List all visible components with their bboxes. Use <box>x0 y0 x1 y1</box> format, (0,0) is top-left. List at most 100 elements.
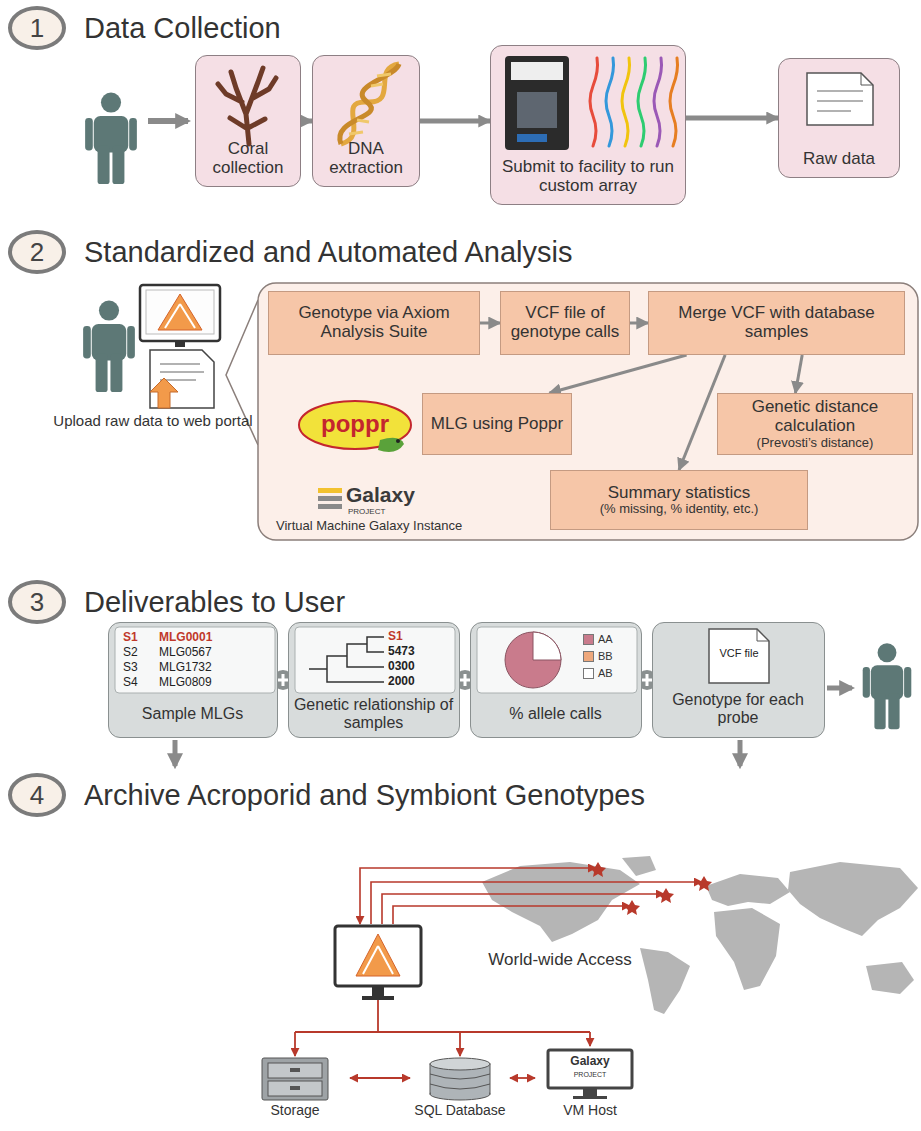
process-box: Genetic distance calculation(Prevosti’s … <box>717 393 913 455</box>
node-text: MLG0809 <box>159 676 259 690</box>
sql-database-cylinder <box>430 1074 490 1089</box>
flow-connector <box>550 355 687 393</box>
world-map <box>866 962 914 994</box>
box-illustration <box>295 627 455 693</box>
flow-connector <box>630 322 648 325</box>
box-illustration <box>709 629 769 683</box>
process-box: Raw data <box>778 58 900 178</box>
node-text: Galaxy <box>346 483 456 507</box>
world-map <box>788 862 918 936</box>
storage-cabinet <box>290 1086 300 1090</box>
access-lines <box>371 882 702 924</box>
process-box: DNA extraction <box>312 55 420 187</box>
legend-entry: BB <box>583 650 613 662</box>
annotation-label: Upload raw data to web portal <box>46 412 260 429</box>
process-box: Summary statistics(% missing, % identity… <box>550 470 808 530</box>
box-illustration <box>349 74 391 134</box>
flow-connector <box>686 116 778 121</box>
node-text: S3 <box>123 661 157 675</box>
box-illustration <box>622 58 630 146</box>
legend-entry: AA <box>583 633 613 645</box>
section-heading: Deliverables to User <box>84 586 345 619</box>
flow-arrow <box>738 740 743 766</box>
flow-connector <box>480 322 500 325</box>
location-star <box>590 862 712 915</box>
node-text: S4 <box>123 676 157 690</box>
galaxy-logo <box>318 496 342 501</box>
node-text: Galaxy <box>553 1055 627 1069</box>
legend-text: AB <box>598 667 613 679</box>
access-lines <box>382 894 664 924</box>
galaxy-logo <box>318 488 342 493</box>
box-illustration <box>654 58 662 146</box>
vm-host-monitor <box>548 1050 632 1088</box>
node-text: Merge VCF with database samples <box>655 304 898 341</box>
box-illustration <box>817 91 863 111</box>
node-text: 2000 <box>388 675 448 689</box>
sql-database-cylinder <box>430 1058 490 1070</box>
database-monitor <box>363 946 393 974</box>
flow-arrow <box>827 686 852 691</box>
storage-cabinet <box>262 1058 328 1100</box>
node-text: MLG using Poppr <box>431 415 563 434</box>
node-text: Submit to facility to run custom array <box>497 157 679 196</box>
access-lines <box>393 906 630 924</box>
world-map <box>640 948 690 1014</box>
vm-host-icon: GalaxyPROJECTVM Host <box>535 1046 645 1122</box>
deliverable-box: % allele callsAABBAB <box>470 622 642 738</box>
web-portal-monitor <box>146 290 214 334</box>
node-text: Genotype via Axiom Analysis Suite <box>275 304 473 341</box>
flow-connector <box>301 119 312 124</box>
location-star <box>658 888 674 903</box>
world-map <box>714 908 780 990</box>
box-illustration <box>533 632 561 660</box>
step-number: 1 <box>30 13 44 44</box>
world-map <box>482 862 640 942</box>
box-illustration <box>606 58 614 146</box>
galaxy-logo <box>318 488 342 509</box>
deliverable-box: S1MLG0001S2MLG0567S3MLG1732S4MLG0809Samp… <box>108 622 278 738</box>
box-illustration <box>590 58 678 146</box>
legend-text: AA <box>598 633 613 645</box>
node-text: MLG0001 <box>159 631 259 645</box>
step-number-circle: 4Archive Acroporid and Symbiont Genotype… <box>8 773 66 817</box>
vm-host-monitor <box>548 1050 632 1099</box>
flow-connector <box>420 119 490 124</box>
box-illustration <box>340 64 399 144</box>
flow-connector <box>795 355 802 393</box>
node-text: Genetic distance calculation <box>724 398 906 435</box>
process-box: Submit to facility to run custom array <box>490 45 686 205</box>
step-number-circle: 1Data Collection <box>8 6 66 50</box>
deliverable-box: VCF fileGenotype for each probe <box>652 622 825 738</box>
poppr-logo <box>396 439 400 443</box>
raw-data-document <box>150 378 178 408</box>
user-figure <box>863 643 912 729</box>
web-portal-monitor <box>140 285 220 341</box>
node-text: Storage <box>240 1102 350 1118</box>
world-map <box>706 874 790 906</box>
step-number-circle: 3Deliverables to User <box>8 580 66 624</box>
galaxy-logo <box>318 504 342 509</box>
deliverable-box: S1547303002000Genetic relationship of sa… <box>288 622 460 738</box>
raw-data-document <box>150 350 214 408</box>
node-text: PROJECT <box>553 1071 627 1079</box>
legend-entry: AB <box>583 667 613 679</box>
annotation-label: World-wide Access <box>482 950 638 970</box>
box-illustration <box>670 58 678 146</box>
database-monitor <box>356 934 400 976</box>
access-lines <box>360 868 702 924</box>
node-text: 5473 <box>388 645 448 659</box>
database-monitor <box>362 996 394 1000</box>
user-figure <box>85 92 137 184</box>
box-illustration <box>115 627 275 693</box>
poppr-logo <box>299 401 411 452</box>
box-illustration <box>477 627 637 693</box>
location-star <box>696 876 712 891</box>
section-heading: Data Collection <box>84 12 281 45</box>
node-text: Genetic relationship of samples <box>293 696 454 733</box>
world-map <box>622 856 656 876</box>
access-lines <box>360 868 596 924</box>
archive-lines <box>459 1032 461 1056</box>
node-text: Raw data <box>803 149 875 169</box>
box-illustration <box>757 629 769 641</box>
